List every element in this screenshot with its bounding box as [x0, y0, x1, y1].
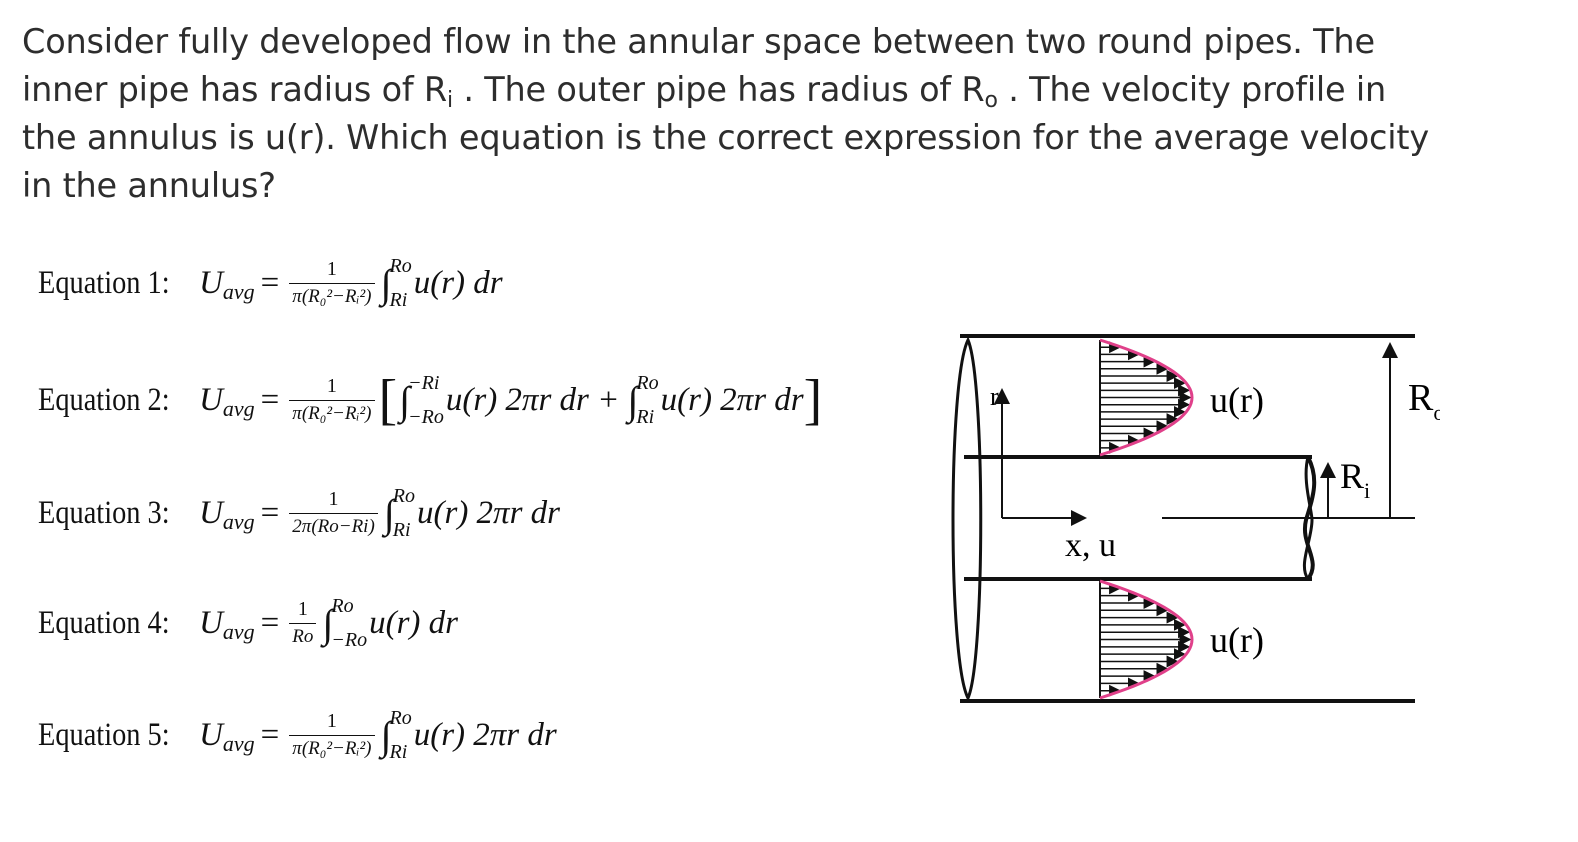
equals-sign: = — [260, 381, 280, 418]
inner-pipe-break — [1302, 456, 1314, 580]
integral-sign-icon: ∫ — [322, 600, 334, 646]
question-line-3: the annulus is u(r). Which equation is t… — [22, 118, 1429, 157]
equals-sign: = — [260, 604, 280, 641]
integral-sign-icon: ∫ — [380, 260, 392, 306]
denominator: π(R₀²−Rᵢ²) — [289, 735, 375, 760]
equation-label: Equation 2: — [38, 381, 170, 418]
velocity-profile-bottom — [1099, 579, 1194, 700]
velocity-profile-curve — [1099, 579, 1194, 700]
question-line-2a: inner pipe has radius of R — [22, 70, 447, 109]
uavg-subscript: avg — [222, 731, 255, 756]
equals-sign: = — [260, 264, 280, 301]
u-r-label-top: u(r) — [1210, 380, 1264, 420]
numerator: 1 — [326, 710, 337, 732]
integral: ∫Ro −Ro — [322, 595, 367, 651]
lower-limit: Ri — [389, 741, 408, 763]
equals-sign: = — [260, 716, 280, 753]
numerator: 1 — [297, 598, 308, 620]
question-line-2e: . The velocity profile in — [997, 70, 1387, 109]
equation-label: Equation 5: — [38, 716, 170, 753]
equals-sign: = — [260, 494, 280, 531]
integral-sign-icon: ∫ — [383, 490, 395, 536]
uavg-symbol: U — [199, 264, 223, 301]
left-bracket-icon: [ — [378, 369, 398, 431]
uavg-subscript: avg — [222, 509, 255, 534]
integrand: u(r) 2πr dr — [416, 494, 561, 531]
integral-sign-icon: ∫ — [627, 377, 639, 423]
equation-label: Equation 1: — [38, 264, 170, 301]
lower-limit: Ri — [392, 519, 411, 541]
equation-label: Equation 4: — [38, 604, 170, 641]
velocity-profile-top — [1099, 338, 1194, 457]
question-line-2: inner pipe has radius of Ri . The outer … — [22, 66, 1482, 114]
integrand: u(r) 2πr dr + — [445, 381, 620, 418]
uavg-symbol: U — [199, 381, 223, 418]
x-axis-label: x, u — [1065, 527, 1116, 564]
question-text: Consider fully developed flow in the ann… — [22, 18, 1482, 210]
uavg-symbol: U — [199, 604, 223, 641]
r-axis-label: r — [990, 382, 999, 411]
question-line-1: Consider fully developed flow in the ann… — [22, 22, 1375, 61]
uavg-symbol: U — [199, 716, 223, 753]
lower-limit: −Ro — [331, 629, 368, 651]
denominator: π(R₀²−Rᵢ²) — [289, 400, 375, 425]
lower-limit: Ri — [636, 406, 655, 428]
numerator: 1 — [326, 258, 337, 280]
integrand: u(r) dr — [369, 604, 459, 641]
upper-limit: −Ri — [408, 372, 440, 394]
right-bracket-icon: ] — [803, 369, 823, 431]
integrand: u(r) 2πr dr — [660, 381, 804, 418]
ri-subscript: i — [446, 88, 453, 113]
fraction: 1 π(R₀²−Rᵢ²) — [289, 710, 375, 760]
u-r-label-bottom: u(r) — [1210, 620, 1264, 660]
integral-sign-icon: ∫ — [399, 377, 411, 423]
denominator: π(R₀²−Rᵢ²) — [289, 283, 375, 308]
upper-limit: Ro — [392, 485, 415, 507]
fraction: 1 2π(Ro−Ri) — [289, 488, 378, 538]
lower-limit: Ri — [389, 289, 408, 311]
denominator: 2π(Ro−Ri) — [289, 513, 378, 538]
outer-pipe-end — [951, 336, 983, 702]
upper-limit: Ro — [389, 707, 412, 729]
upper-limit: Ro — [389, 255, 412, 277]
velocity-profile-curve — [1099, 338, 1194, 457]
inner-pipe-break — [1302, 456, 1317, 581]
fraction: 1 π(R₀²−Rᵢ²) — [289, 258, 375, 308]
numerator: 1 — [328, 488, 339, 510]
question-line-4: in the annulus? — [22, 166, 276, 205]
annulus-diagram: r x, u Ro Ri u(r) u(r) — [951, 334, 1440, 703]
lower-limit: −Ro — [408, 406, 444, 428]
uavg-subscript: avg — [222, 396, 255, 421]
uavg-subscript: avg — [222, 279, 255, 304]
integral-sign-icon: ∫ — [380, 712, 392, 758]
ro-subscript: o — [984, 88, 998, 113]
denominator: Ro — [289, 623, 317, 648]
question-line-2c: . The outer pipe has radius of R — [452, 70, 985, 109]
fraction: 1 π(R₀²−Rᵢ²) — [289, 375, 375, 425]
integral: ∫−Ri −Ro — [399, 372, 444, 428]
uavg-subscript: avg — [222, 619, 255, 644]
upper-limit: Ro — [636, 372, 659, 394]
uavg-symbol: U — [199, 494, 223, 531]
numerator: 1 — [326, 375, 337, 397]
ro-label: Ro — [1408, 377, 1440, 425]
integrand: u(r) dr — [413, 264, 503, 301]
integrand: u(r) 2πr dr — [413, 716, 557, 753]
upper-limit: Ro — [331, 595, 354, 617]
equation-label: Equation 3: — [38, 494, 170, 531]
ri-label: Ri — [1340, 456, 1370, 503]
